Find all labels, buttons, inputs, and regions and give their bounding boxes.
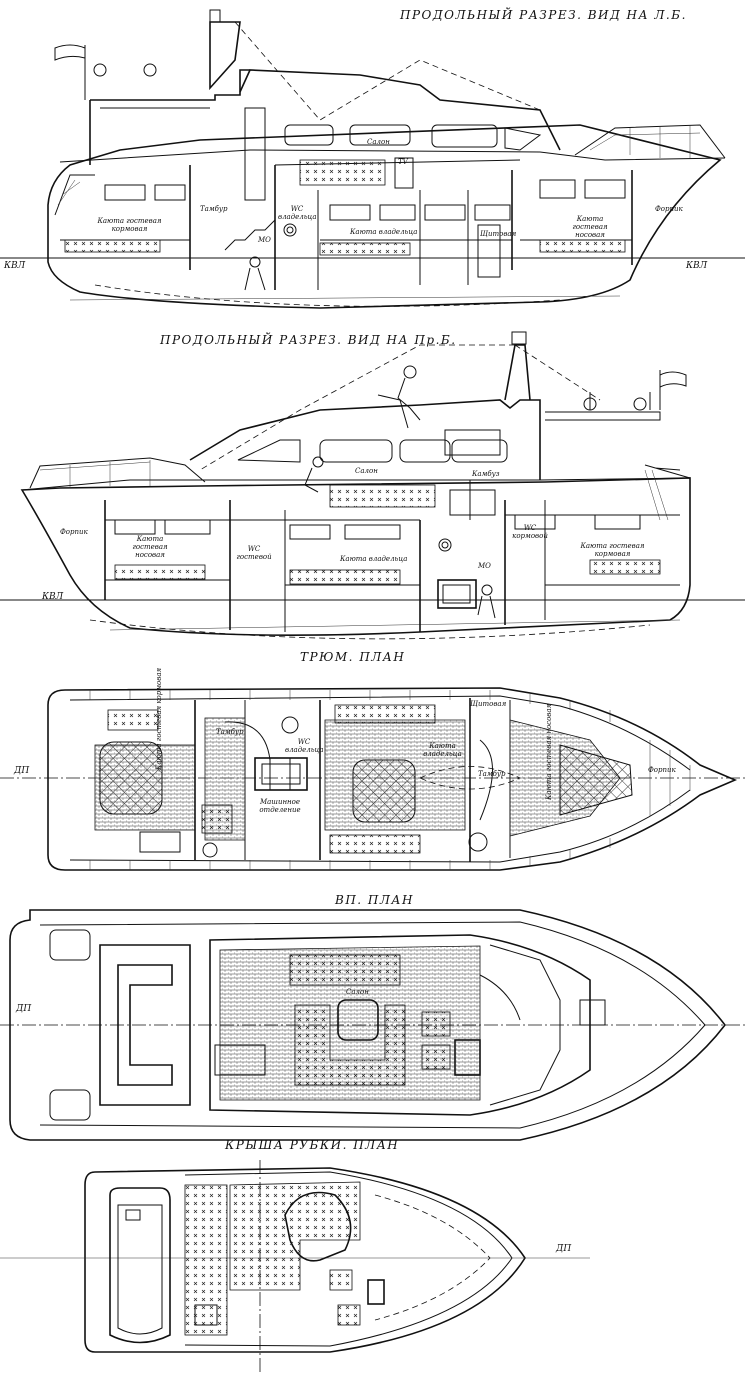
starboard-wc-label: WC гостевой xyxy=(236,545,272,561)
starboard-waterline-label: КВЛ xyxy=(42,592,64,602)
starboard-guest-cabin-aft-label: Каюта гостевая кормовая xyxy=(580,542,645,558)
starboard-salon-label: Салон xyxy=(355,467,378,475)
hold-owner-cabin-label: Каюта владельца xyxy=(423,742,462,758)
hold-forepeak-label: Форпик xyxy=(648,766,676,774)
port-section-drawing xyxy=(0,9,745,309)
salon-sofa-u xyxy=(294,1004,406,1086)
port-wc-label: WC владельца xyxy=(278,205,317,221)
hold-plan-hull xyxy=(47,687,738,871)
port-tv-label: TV xyxy=(398,158,408,166)
port-guest-cabin-fwd-label: Каюта гостевая носовая xyxy=(572,215,608,239)
hold-plan-drawing xyxy=(0,687,745,871)
starboard-owner-cabin-label: Каюта владельца xyxy=(340,555,408,563)
hold-wc-label: WC владельца xyxy=(285,738,324,754)
hold-switchboard-label: Щитовая xyxy=(470,700,507,708)
starboard-wc-aft-label: WC кормовой xyxy=(512,524,548,540)
roof-plan-title: КРЫША РУБКИ. ПЛАН xyxy=(225,1138,400,1152)
port-waterline-left-label: КВЛ xyxy=(4,261,26,271)
dinghy xyxy=(109,1187,171,1344)
port-mast xyxy=(209,21,241,91)
hold-vestibule-label: Тамбур xyxy=(216,728,244,736)
port-hull-outline xyxy=(47,124,722,309)
hold-guest-cabin-aft-label: Каюта гостевая кормовая xyxy=(155,667,163,770)
forward-cabin-bed xyxy=(559,744,633,816)
port-owner-cabin-label: Каюта владельца xyxy=(350,228,418,236)
upper-deck-plan-title: ВП. ПЛАН xyxy=(335,893,414,907)
roof-centerline-label: ДП xyxy=(556,1244,572,1254)
port-vestibule-label: Тамбур xyxy=(200,205,228,213)
owner-cabin-bed xyxy=(352,759,416,823)
starboard-mast xyxy=(504,344,531,401)
hold-centerline-label: ДП xyxy=(14,766,30,776)
hold-vestibule-fwd-label: Тамбур xyxy=(478,770,506,778)
port-waterline-right-label: КВЛ xyxy=(686,261,708,271)
port-engine-room-label: МО xyxy=(258,236,271,244)
aft-cabin-bed xyxy=(99,741,163,815)
hold-guest-cabin-fwd-label: Каюта гостевая носовая xyxy=(545,703,553,800)
starboard-galley-label: Камбуз xyxy=(472,470,500,478)
starboard-hull-outline xyxy=(20,477,691,636)
port-cabin-top xyxy=(239,69,561,151)
engine-block xyxy=(254,757,308,791)
roof-plan-drawing xyxy=(0,1160,590,1374)
port-salon-label: Салон xyxy=(367,138,390,146)
port-forepeak-label: Форпик xyxy=(655,205,683,213)
salon-sofa-top xyxy=(289,954,401,986)
starboard-cabin-top xyxy=(189,399,541,480)
port-switchboard-label: Щитовая xyxy=(480,230,517,238)
upper-deck-plan-drawing xyxy=(0,909,745,1141)
starboard-section-title: ПРОДОЛЬНЫЙ РАЗРЕЗ. ВИД НА Пр.Б. xyxy=(160,333,457,347)
starboard-forepeak-label: Форпик xyxy=(60,528,88,536)
starboard-section-drawing xyxy=(0,331,745,640)
starboard-engine-room-label: МО xyxy=(478,562,491,570)
hold-engine-room-label: Машинное отделение xyxy=(259,798,301,814)
upper-deck-centerline-label: ДП xyxy=(16,1004,32,1014)
port-section-title: ПРОДОЛЬНЫЙ РАЗРЕЗ. ВИД НА Л.Б. xyxy=(400,8,687,22)
roof-hull xyxy=(84,1167,526,1353)
hold-plan-title: ТРЮМ. ПЛАН xyxy=(300,650,406,664)
port-flybridge-frame xyxy=(89,69,250,165)
upper-deck-hull xyxy=(9,909,727,1141)
port-guest-cabin-aft-label: Каюта гостевая кормовая xyxy=(97,217,162,233)
port-sheer-line xyxy=(59,149,726,163)
upper-deck-salon-label: Салон xyxy=(346,988,369,996)
starboard-guest-cabin-fwd-label: Каюта гостевая носовая xyxy=(132,535,168,559)
